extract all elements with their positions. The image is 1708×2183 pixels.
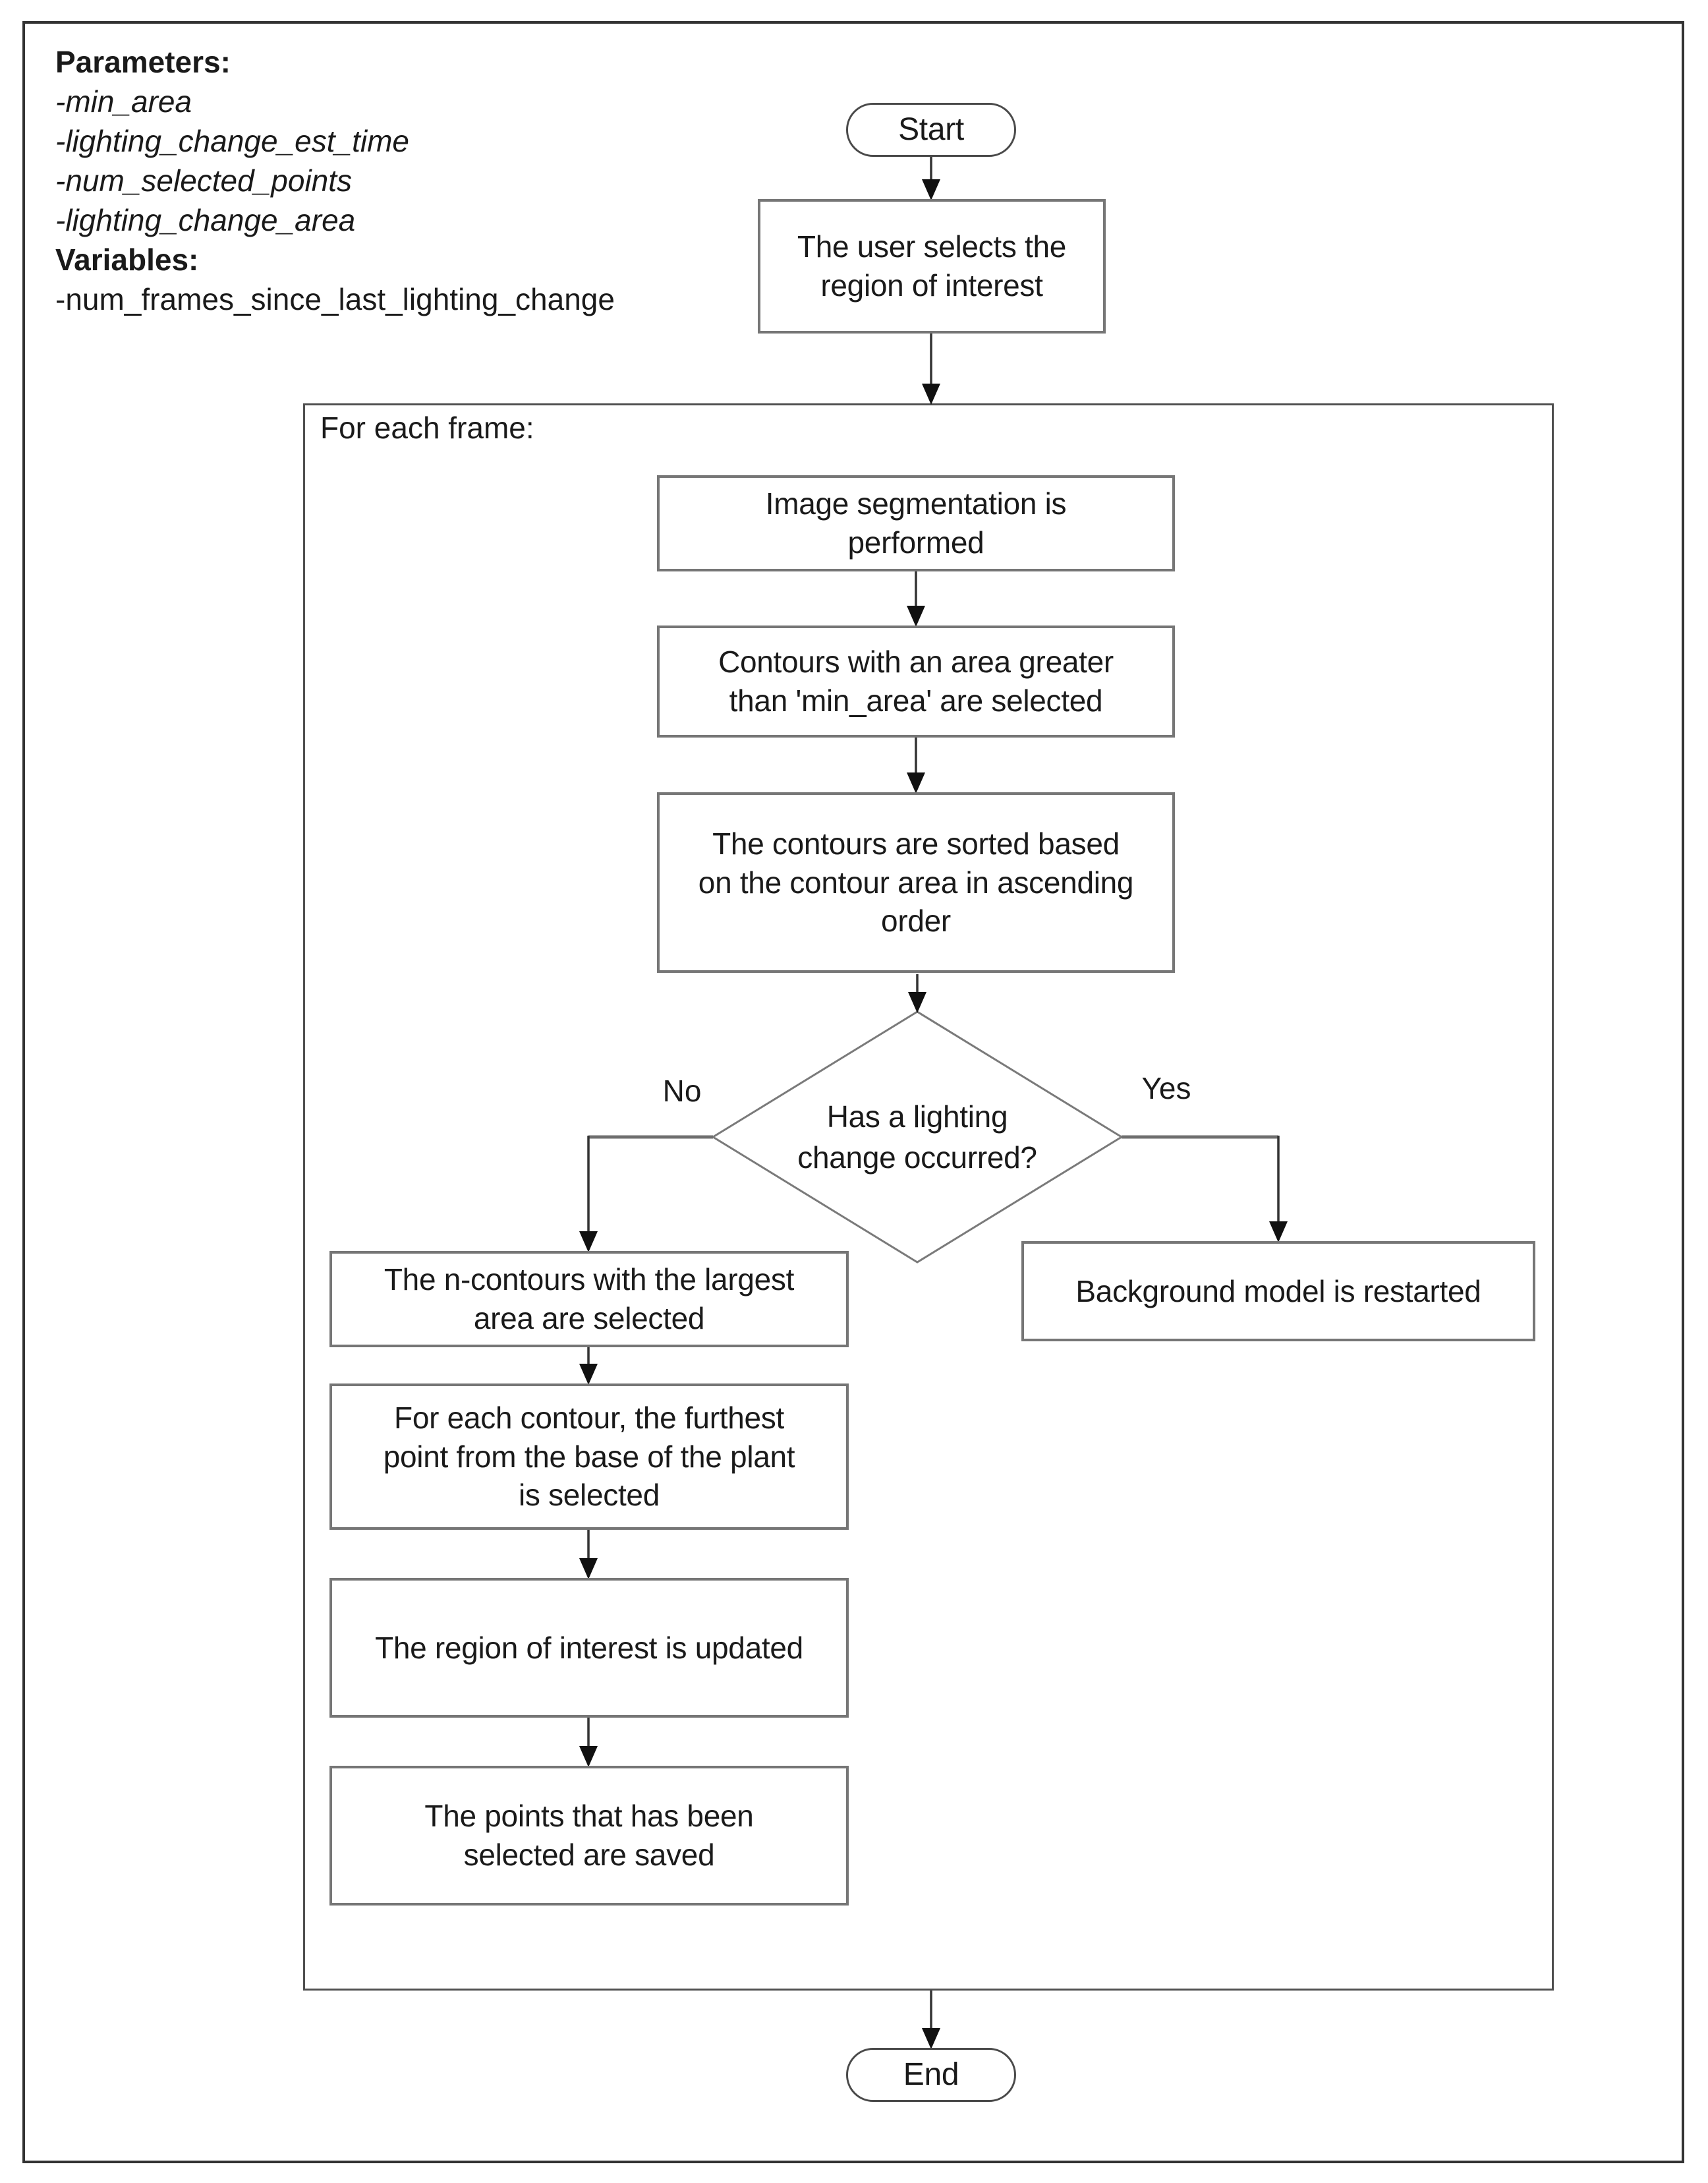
for-each-frame-label: For each frame:	[320, 411, 534, 445]
process-save-points: The points that has been selected are sa…	[329, 1766, 849, 1906]
process-min-area-filter: Contours with an area greater than 'min_…	[657, 626, 1175, 738]
process-furthest-point: For each contour, the furthest point fro…	[329, 1383, 849, 1530]
legend-parameter-item: -lighting_change_area	[55, 203, 356, 237]
legend-variables-heading: Variables:	[55, 243, 199, 277]
page-border	[22, 21, 1684, 2163]
decision-lighting-change-label: Has a lighting change occurred?	[797, 1099, 1037, 1175]
legend-variable-item: -num_frames_since_last_lighting_change	[55, 282, 615, 316]
branch-yes-label: Yes	[1141, 1071, 1191, 1105]
process-restart-background: Background model is restarted	[1021, 1241, 1535, 1341]
legend-parameters-heading: Parameters:	[55, 45, 231, 79]
process-largest-contours: The n-contours with the largest area are…	[329, 1251, 849, 1347]
process-image-segmentation: Image segmentation is performed	[657, 475, 1175, 571]
legend: Parameters: -min_area -lighting_change_e…	[55, 42, 615, 319]
start-terminator: Start	[846, 103, 1016, 157]
process-select-roi: The user selects the region of interest	[758, 199, 1106, 334]
legend-parameter-item: -num_selected_points	[55, 163, 353, 198]
process-sort-contours: The contours are sorted based on the con…	[657, 792, 1175, 973]
legend-parameter-item: -lighting_change_est_time	[55, 124, 410, 158]
process-update-roi: The region of interest is updated	[329, 1578, 849, 1718]
branch-no-label: No	[662, 1074, 702, 1108]
legend-parameter-item: -min_area	[55, 84, 192, 119]
end-terminator: End	[846, 2048, 1016, 2102]
